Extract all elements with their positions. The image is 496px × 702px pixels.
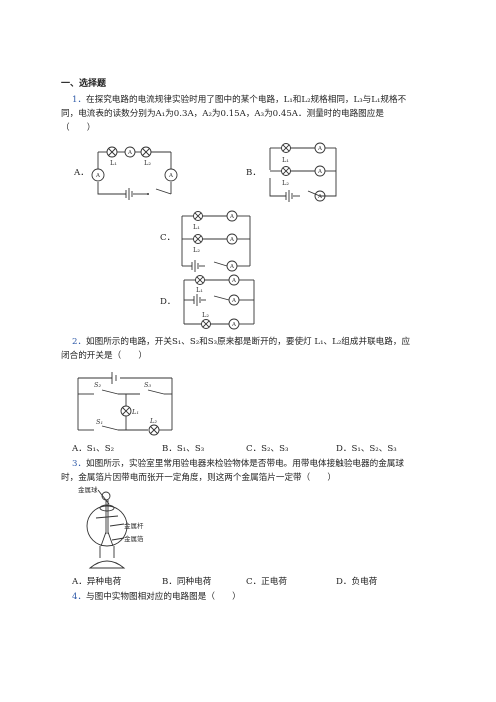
q3-option-b[interactable]: B．同种电荷 (162, 577, 212, 587)
q3-option-a[interactable]: A．异种电荷 (72, 577, 122, 587)
q2-option-c[interactable]: C．S₂、S₃ (246, 444, 289, 454)
s2-label: S₂ (94, 381, 101, 389)
q2-text-line1: 如图所示的电路，开关S₁、S₂和S₃原来都是断开的，要使灯 L₁、L₂组成并联电… (86, 337, 411, 347)
q1-circuit-c: A A A L₁ L₂ (181, 210, 251, 272)
ammeter-label: A (229, 214, 235, 220)
q4-text: 与图中实物图相对应的电路图是（ ） (86, 592, 241, 602)
l1-label: L₁ (193, 223, 200, 231)
l2-label: L₂ (144, 159, 151, 167)
q1-option-a-label: A． (74, 168, 89, 178)
q3-option-c[interactable]: C．正电荷 (246, 577, 287, 587)
s1-label: S₁ (96, 418, 103, 426)
q1-answer-paren: （ ） (61, 123, 96, 133)
ammeter-label: A (231, 322, 237, 328)
q1-circuit-a: A A A L₁ L₂ (91, 146, 178, 200)
q2-circuit: S₂ S₃ S₁ L₁ L₂ (77, 372, 173, 436)
l1-label: L₁ (196, 286, 203, 294)
s3-label: S₃ (144, 381, 151, 389)
ammeter-label: A (229, 237, 235, 243)
q1-option-b-label: B． (246, 168, 261, 178)
q3-option-d[interactable]: D．负电荷 (336, 577, 378, 587)
metal-rod-label: 金属杆 (124, 521, 144, 530)
ammeter-label: A (317, 194, 323, 200)
ammeter-label: A (231, 278, 237, 284)
section-title: 一、选择题 (61, 79, 107, 89)
ammeter-label: A (168, 173, 174, 179)
l2-label: L₂ (193, 246, 200, 254)
q1-circuit-b: A A A L₁ L₂ (269, 142, 337, 202)
l1-label: L₁ (282, 156, 289, 164)
ammeter-label: A (229, 264, 235, 270)
q4-number: 4． (72, 592, 87, 602)
ammeter-label: A (317, 146, 323, 152)
q1-circuit-d: A A A L₁ L₂ (183, 274, 255, 330)
l2-label: L₂ (202, 311, 209, 319)
q2-number: 2． (72, 337, 87, 347)
q2-option-d[interactable]: D．S₁、S₂、S₃ (336, 444, 397, 454)
q2-option-b[interactable]: B．S₁、S₃ (162, 444, 205, 454)
q1-option-c-label: C． (160, 233, 176, 243)
ammeter-label: A (231, 298, 237, 304)
q1-number: 1． (72, 95, 87, 105)
l2-label: L₂ (282, 179, 289, 187)
q2-option-a[interactable]: A．S₁、S₂ (72, 444, 115, 454)
q1-option-d-label: D． (160, 297, 176, 307)
q3-number: 3． (72, 459, 87, 469)
q1-text-line2: 同，电流表的读数分别为A₁为0.3A，A₂为0.15A，A₃为0.45A．测量时… (61, 109, 384, 119)
l2-label: L₂ (149, 417, 157, 425)
ammeter-label: A (317, 169, 323, 175)
q2-text-line2: 闭合的开关是（ ） (61, 351, 147, 361)
ammeter-label: A (95, 173, 101, 179)
l1-label: L₁ (110, 159, 117, 167)
metal-foil-label: 金属箔 (124, 534, 144, 543)
q3-electroscope-figure: 金属球 金属杆 金属箔 (78, 485, 144, 569)
ammeter-label: A (127, 150, 133, 156)
metal-ball-label: 金属球 (78, 485, 98, 494)
q3-text-line1: 如图所示，实验室里常用验电器来检验物体是否带电。用带电体接触验电器的金属球 (86, 459, 404, 469)
q3-text-line2: 时，金属箔片因带电而张开一定角度，则这两个金属箔片一定带（ ） (61, 473, 337, 483)
l1-label: L₁ (131, 408, 139, 416)
q1-text-line1: 在探究电路的电流规律实验时用了图中的某个电路，L₁和L₂规格相同，L₃与L₁规格… (86, 95, 407, 105)
